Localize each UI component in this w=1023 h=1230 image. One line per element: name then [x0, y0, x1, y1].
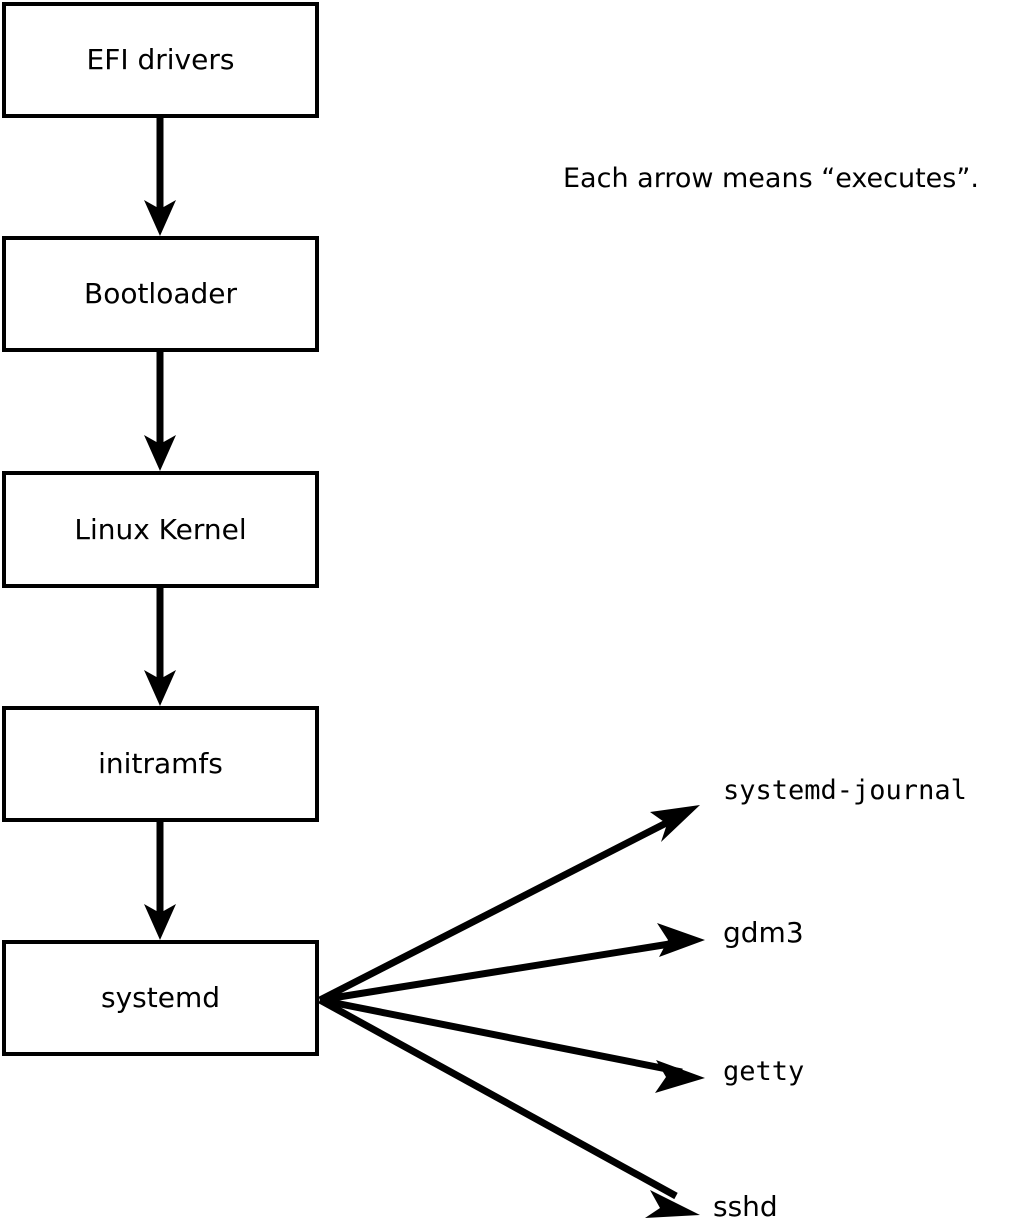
service-label-gdm3[interactable]: gdm3 — [723, 916, 804, 949]
fanout-arrow-sshd — [318, 996, 700, 1218]
node-systemd[interactable]: systemd — [2, 940, 319, 1056]
fanout-arrow-gdm3 — [319, 923, 705, 1004]
chain-arrow-bootloader-to-kernel — [144, 352, 176, 471]
legend-caption: Each arrow means “executes”. — [563, 163, 979, 194]
service-label-getty[interactable]: getty — [723, 1056, 805, 1087]
node-label-systemd: systemd — [101, 981, 220, 1014]
chain-arrow-initramfs-to-systemd — [144, 822, 176, 940]
chain-arrow-kernel-to-initramfs — [144, 588, 176, 706]
fanout-arrow-systemd-journal — [318, 805, 700, 1004]
node-label-initramfs: initramfs — [98, 747, 223, 780]
fanout-arrow-getty — [319, 996, 705, 1093]
node-label-efi-drivers: EFI drivers — [86, 43, 235, 76]
node-label-bootloader: Bootloader — [83, 277, 238, 310]
node-efi-drivers[interactable]: EFI drivers — [2, 2, 319, 118]
node-bootloader[interactable]: Bootloader — [2, 236, 319, 352]
node-initramfs[interactable]: initramfs — [2, 706, 319, 822]
service-label-sshd[interactable]: sshd — [713, 1190, 778, 1223]
node-linux-kernel[interactable]: Linux Kernel — [2, 471, 319, 588]
node-label-linux-kernel: Linux Kernel — [74, 512, 247, 546]
service-label-systemd-journal[interactable]: systemd-journal — [723, 775, 967, 806]
chain-arrow-efi-to-bootloader — [144, 118, 176, 236]
